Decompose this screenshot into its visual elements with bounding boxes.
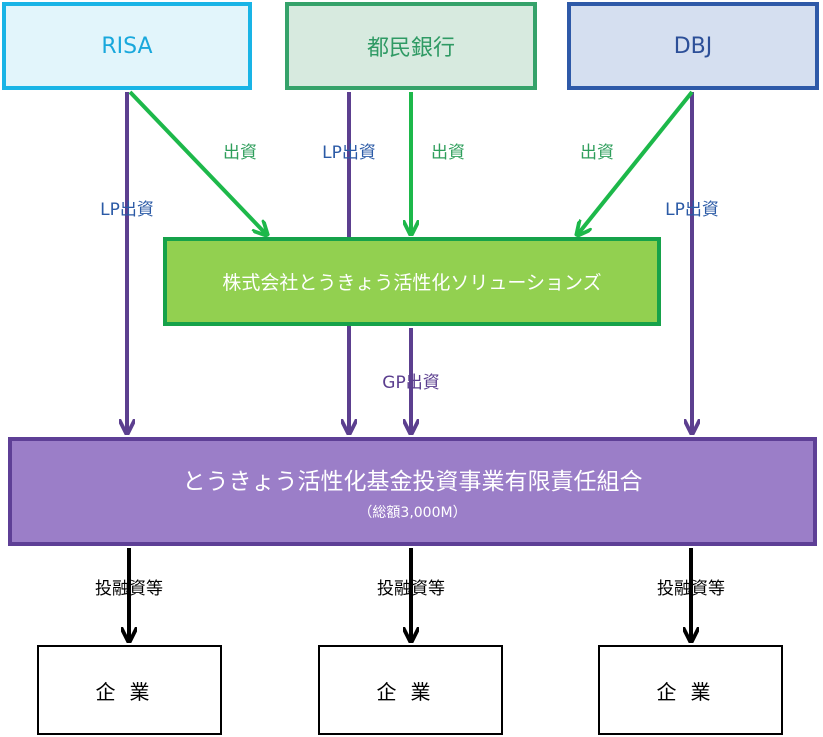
fund-name-label: とうきょう活性化基金投資事業有限責任組合 [182, 468, 643, 495]
dbj-invest-label: 出資 [580, 143, 614, 163]
risa-invest-label: 出資 [223, 143, 257, 163]
dbj-label: DBJ [673, 33, 713, 59]
financing-label-1: 投融資等 [95, 579, 163, 599]
dbj-lp-label: LP出資 [665, 200, 719, 220]
company-label-3: 企業 [656, 679, 725, 704]
risa-label: RISA [101, 33, 153, 59]
risa-lp-label: LP出資 [100, 200, 154, 220]
risa-node: RISA [2, 2, 252, 90]
fund-total-label: （総額3,000M） [358, 504, 467, 521]
tomin-bank-label: 都民銀行 [366, 36, 455, 61]
tomin-bank-node: 都民銀行 [285, 2, 537, 90]
financing-label-2: 投融資等 [377, 579, 445, 599]
dbj-invest-arrow [578, 90, 694, 234]
company-node-1: 企業 [37, 645, 222, 735]
gp-invest-label: GP出資 [382, 373, 440, 393]
company-node-2: 企業 [318, 645, 503, 735]
company-node-3: 企業 [598, 645, 783, 735]
risa-invest-arrow [128, 90, 266, 234]
gp-company-node: 株式会社とうきょう活性化ソリューションズ [163, 237, 661, 326]
company-label-1: 企業 [95, 679, 164, 704]
financing-label-3: 投融資等 [657, 579, 725, 599]
tomin-invest-label: 出資 [431, 143, 465, 163]
fund-node: とうきょう活性化基金投資事業有限責任組合 （総額3,000M） [8, 437, 817, 546]
dbj-node: DBJ [567, 2, 819, 90]
tomin-lp-label: LP出資 [322, 143, 376, 163]
gp-company-label: 株式会社とうきょう活性化ソリューションズ [222, 272, 602, 294]
company-label-2: 企業 [376, 679, 445, 704]
